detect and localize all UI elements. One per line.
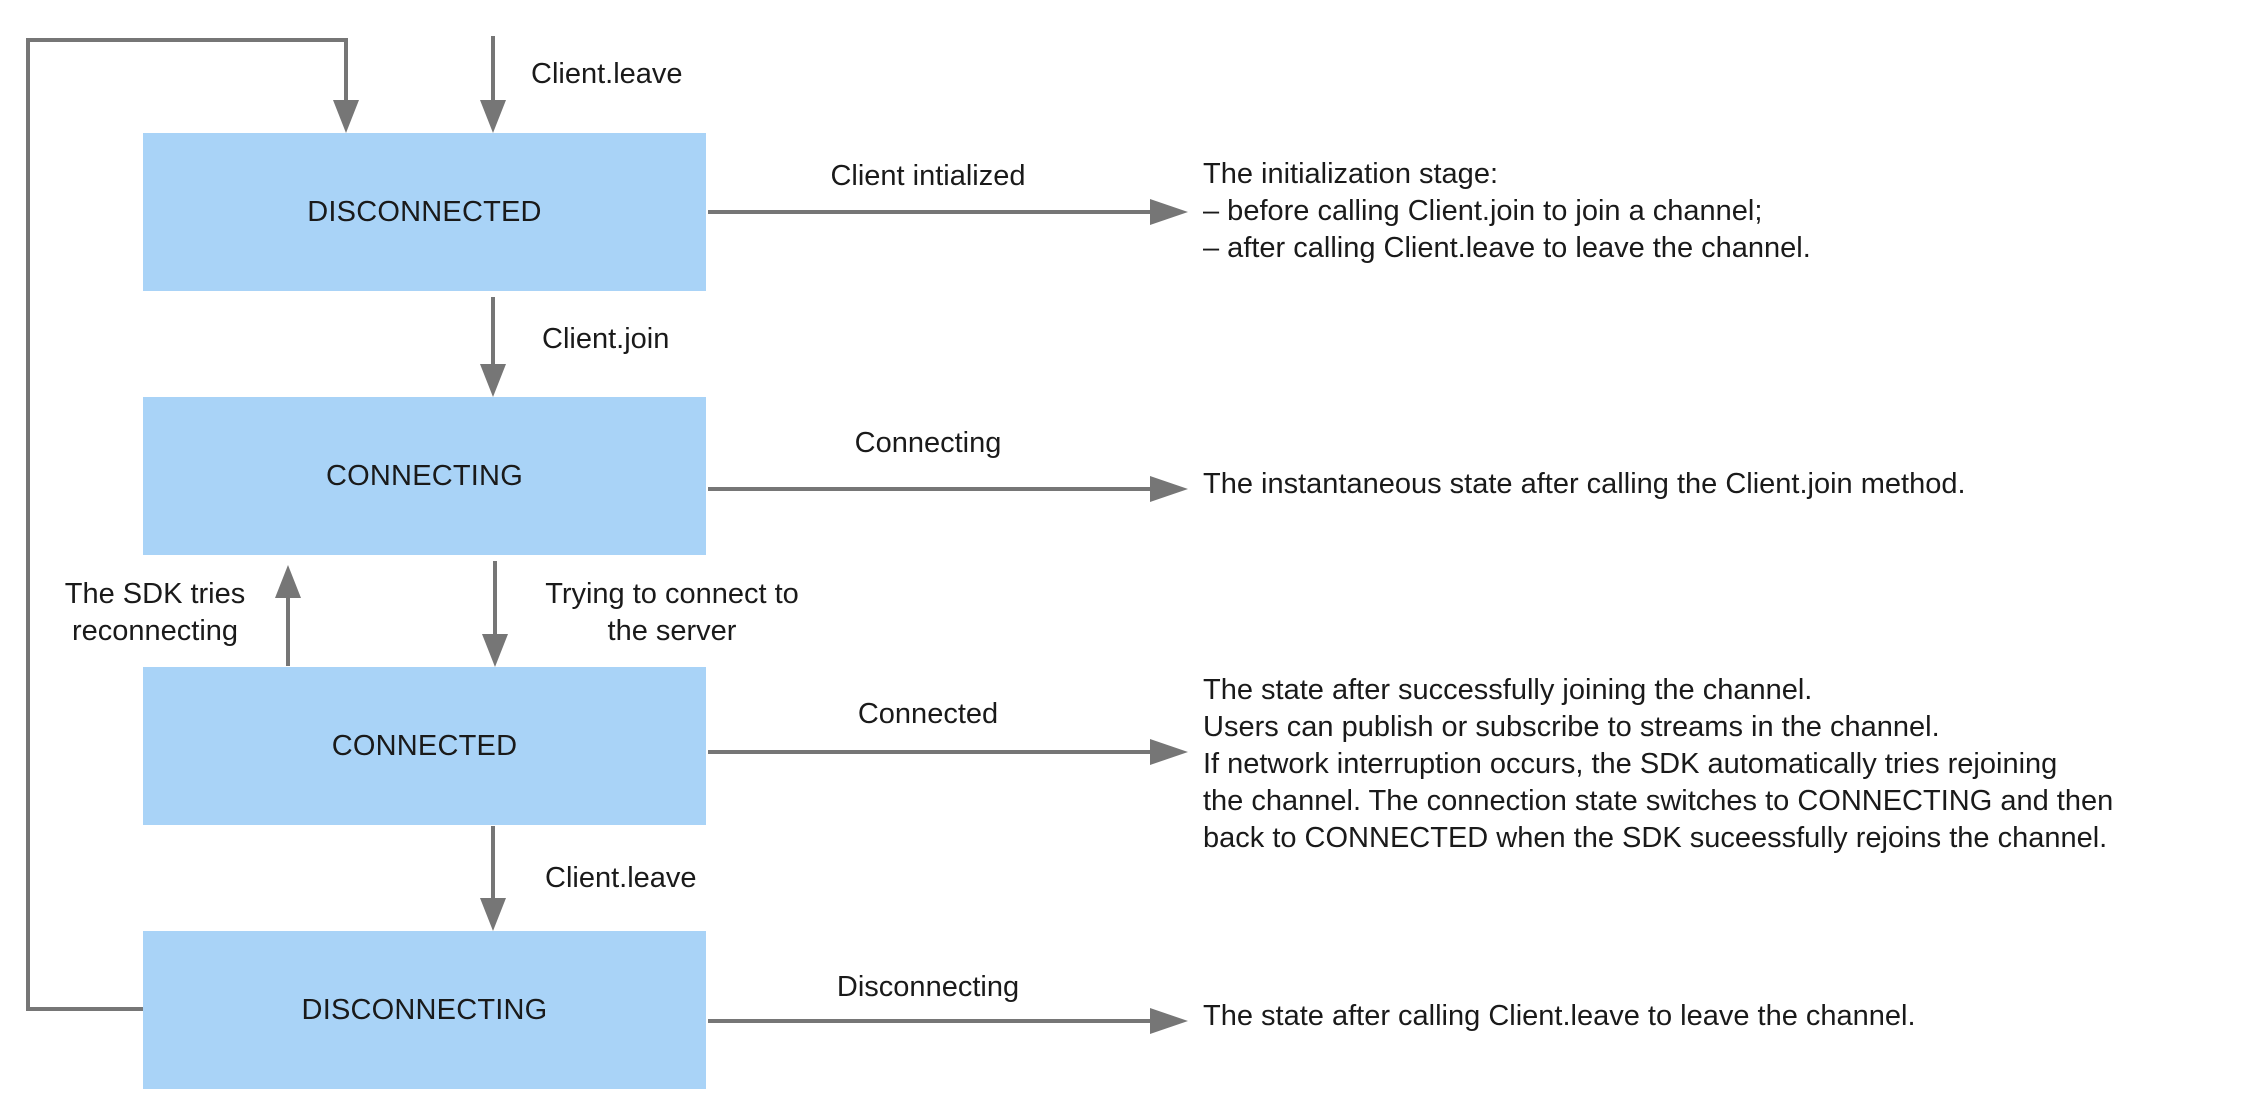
arrowhead-join (480, 364, 506, 397)
arrowhead-reconnect (275, 565, 301, 598)
description-line: Users can publish or subscribe to stream… (1203, 711, 1940, 743)
arrow-loop-back (26, 38, 348, 1011)
transition-top-leave: Client.leave (531, 58, 683, 90)
state-disconnected-label: DISCONNECTED (307, 195, 542, 228)
arrowhead-side-connecting (1150, 476, 1188, 502)
state-disconnecting: DISCONNECTING (143, 931, 706, 1089)
description-disconnected: The initialization stage: – before calli… (1203, 156, 1811, 267)
description-line: The state after successfully joining the… (1203, 674, 1813, 706)
description-disconnecting: The state after calling Client.leave to … (1203, 998, 1916, 1035)
arrowhead-side-connected (1150, 739, 1188, 765)
state-disconnected: DISCONNECTED (143, 133, 706, 291)
description-line: the channel. The connection state switch… (1203, 785, 2114, 817)
arrowhead-trying (482, 634, 508, 667)
state-connected-label: CONNECTED (331, 729, 518, 762)
side-label-disconnecting: Disconnecting (836, 971, 1020, 1003)
description-line: If network interruption occurs, the SDK … (1203, 748, 2058, 780)
arrowhead-loop-back (333, 100, 359, 133)
side-label-connected: Connected (857, 698, 999, 730)
state-disconnecting-label: DISCONNECTING (301, 993, 548, 1026)
transition-reconnect: The SDK tries reconnecting (30, 576, 280, 650)
transition-trying-line2: the server (607, 615, 737, 647)
side-label-connecting: Connecting (854, 427, 1002, 459)
description-connected: The state after successfully joining the… (1203, 672, 2113, 857)
state-connected: CONNECTED (143, 667, 706, 825)
state-connecting-label: CONNECTING (326, 459, 523, 492)
description-line: back to CONNECTED when the SDK suceessfu… (1203, 822, 2108, 854)
description-line: – after calling Client.leave to leave th… (1203, 232, 1811, 264)
description-line: The initialization stage: (1203, 158, 1498, 190)
transition-reconnect-line2: reconnecting (71, 615, 239, 647)
transition-join: Client.join (542, 323, 670, 355)
transition-bottom-leave: Client.leave (545, 862, 697, 894)
state-connecting: CONNECTING (143, 397, 706, 555)
description-connecting: The instantaneous state after calling th… (1203, 466, 1966, 503)
transition-trying-line1: Trying to connect to (545, 578, 799, 610)
arrowhead-top-leave (480, 100, 506, 133)
arrowhead-side-disconnected (1150, 199, 1188, 225)
description-line: – before calling Client.join to join a c… (1203, 195, 1763, 227)
description-line: The state after calling Client.leave to … (1203, 1000, 1916, 1032)
description-line: The instantaneous state after calling th… (1203, 468, 1966, 500)
arrowhead-bottom-leave (480, 898, 506, 931)
arrowhead-side-disconnecting (1150, 1008, 1188, 1034)
transition-trying: Trying to connect to the server (512, 576, 832, 650)
side-label-disconnected: Client intialized (830, 160, 1026, 192)
transition-reconnect-line1: The SDK tries (64, 578, 246, 610)
